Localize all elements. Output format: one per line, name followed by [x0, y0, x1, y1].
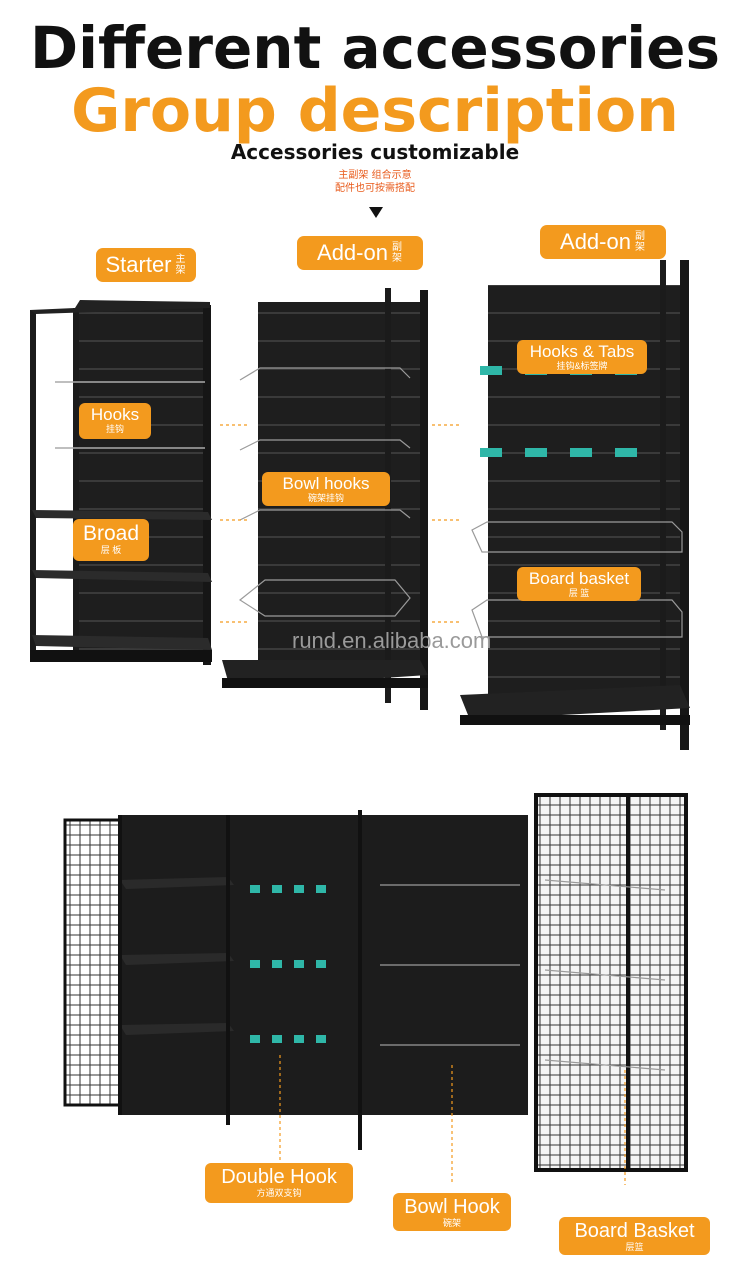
bowl-hooks-callout-label: Bowl hooks — [282, 474, 370, 493]
addon-shelf-2 — [460, 260, 690, 750]
starter-shelf — [30, 300, 212, 665]
addon-tag-2: Add-on 副架 — [540, 225, 666, 259]
double-hook-callout: Double Hook 方通双支钩 — [205, 1163, 353, 1203]
hooks-callout-cn: 挂钩 — [105, 424, 124, 434]
board-basket-bottom-callout: Board Basket 层篮 — [559, 1217, 710, 1255]
board-basket-callout-label: Board basket — [528, 569, 630, 588]
addon-tag-2-cn: 副架 — [634, 231, 645, 253]
hooks-tabs-callout: Hooks & Tabs 挂钩&标签牌 — [517, 340, 647, 374]
board-basket-callout-cn: 层 篮 — [568, 588, 590, 598]
addon-tag-1: Add-on 副架 — [297, 236, 423, 270]
double-hook-callout-cn: 方通双支钩 — [256, 1188, 302, 1198]
subtitle: Group description — [71, 76, 679, 146]
note-line-1: 主副架 组合示意 — [338, 170, 412, 181]
starter-tag: Starter 主架 — [96, 248, 196, 282]
bowl-hook-callout-label: Bowl Hook — [404, 1196, 500, 1218]
double-hook-callout-label: Double Hook — [221, 1166, 337, 1188]
bowl-hooks-callout: Bowl hooks 碗架挂钩 — [262, 472, 390, 506]
starter-tag-cn: 主架 — [175, 254, 186, 276]
broad-callout-cn: 层 板 — [100, 545, 122, 555]
arrow-down-icon — [369, 207, 383, 218]
watermark: rund.en.alibaba.com — [292, 628, 492, 653]
hooks-callout: Hooks 挂钩 — [79, 403, 151, 439]
board-basket-bottom-callout-label: Board Basket — [574, 1220, 695, 1242]
board-basket-bottom-callout-cn: 层篮 — [625, 1242, 644, 1252]
broad-callout-label: Broad — [82, 522, 140, 545]
title: Different accessories — [30, 14, 720, 82]
board-basket-callout: Board basket 层 篮 — [517, 567, 641, 601]
starter-tag-label: Starter — [105, 252, 172, 277]
note-line-2: 配件也可按需搭配 — [335, 183, 415, 194]
addon-tag-2-label: Add-on — [560, 229, 631, 254]
bowl-hooks-callout-cn: 碗架挂钩 — [307, 493, 344, 503]
addon-tag-1-cn: 副架 — [391, 242, 402, 264]
hooks-callout-label: Hooks — [90, 405, 140, 424]
hooks-tabs-callout-label: Hooks & Tabs — [529, 342, 635, 361]
bowl-hook-callout: Bowl Hook 碗架 — [393, 1193, 511, 1231]
addon-tag-1-label: Add-on — [317, 240, 388, 265]
tagline: Accessories customizable — [230, 140, 520, 164]
hooks-tabs-callout-cn: 挂钩&标签牌 — [556, 361, 608, 371]
broad-callout: Broad 层 板 — [73, 519, 149, 561]
bottom-shelves-illustration — [63, 793, 688, 1185]
bowl-hook-callout-cn: 碗架 — [442, 1218, 461, 1228]
